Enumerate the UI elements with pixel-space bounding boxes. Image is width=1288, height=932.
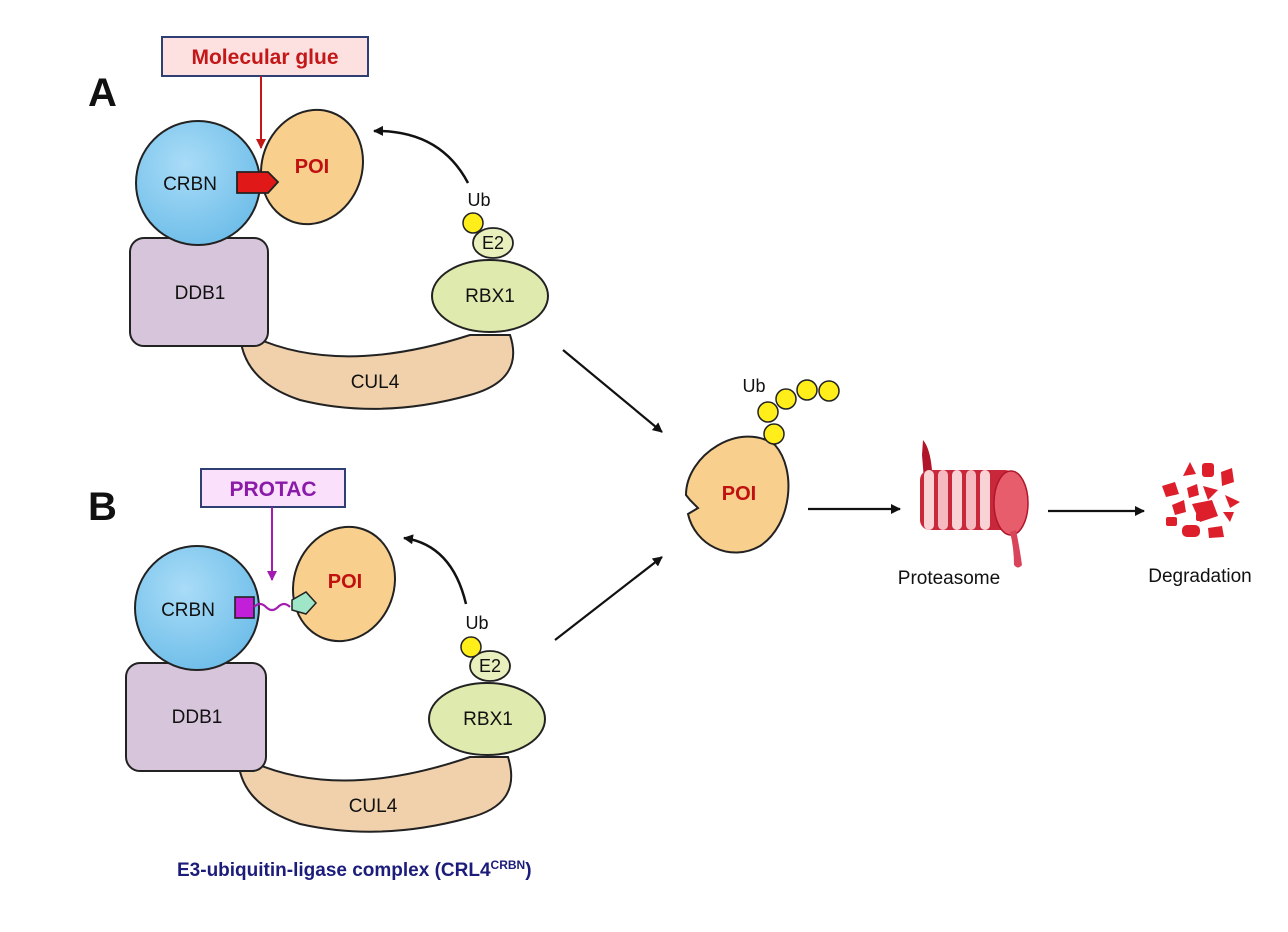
crbn-label: CRBN [161, 600, 215, 621]
rbx1-ellipse [431, 259, 549, 333]
ubiquitin-bead [462, 212, 484, 234]
ubiquitinated-poi-label: POI [722, 483, 756, 505]
ubiquitin-transfer-arrow [373, 125, 470, 184]
poi-ellipse [259, 108, 365, 226]
molecular-glue-shape [236, 171, 280, 194]
e2-ellipse [472, 227, 514, 259]
ubiquitin-transfer-arrow [403, 534, 468, 605]
panel-b-letter: B [88, 485, 117, 529]
crbn-circle [134, 545, 260, 671]
rbx1-label: RBX1 [465, 286, 515, 307]
ubiquitin-chain-bead [763, 423, 785, 445]
panel-b: B PROTAC CUL4 DDB1 CRBN POI RBX1 E2 Ub [88, 468, 546, 833]
complex-caption-superscript: CRBN [491, 858, 526, 872]
ddb1-label: DDB1 [172, 707, 223, 728]
ub-label: Ub [467, 190, 490, 210]
e2-ellipse [469, 650, 511, 682]
e2-label: E2 [479, 656, 501, 676]
degradation-fragments-icon [1162, 462, 1240, 538]
molecular-glue-label-box [161, 36, 369, 77]
ubiquitin-chain-bead [757, 401, 779, 423]
panel-a: A Molecular glue CUL4 DDB1 CRBN POI RBX1… [88, 36, 549, 410]
protac-e3-ligand [234, 596, 255, 619]
degradation-label: Degradation [1148, 566, 1252, 587]
protac-warhead [291, 591, 318, 615]
poi-label: POI [328, 571, 362, 593]
complex-caption-close: ) [525, 860, 531, 881]
proteasome-label: Proteasome [898, 568, 1000, 589]
crbn-label: CRBN [163, 174, 217, 195]
arrow-from-panel-a [562, 349, 663, 433]
ubiquitin-chain-bead [775, 388, 797, 410]
rbx1-label: RBX1 [463, 709, 513, 730]
molecular-glue-label: Molecular glue [191, 46, 338, 69]
arrow-from-panel-b [554, 556, 663, 641]
protac-linker [253, 602, 291, 612]
panel-a-letter: A [88, 71, 117, 115]
ub-label: Ub [465, 613, 488, 633]
e2-label: E2 [482, 233, 504, 253]
cul4-label: CUL4 [349, 796, 398, 817]
degradation-pathway: POI Ub Proteasome [554, 349, 1252, 641]
cul4-label: CUL4 [351, 372, 400, 393]
ubiquitinated-poi [684, 435, 790, 554]
ubiquitin-bead [460, 636, 482, 658]
ubiquitin-chain-bead [796, 379, 818, 401]
ddb1-label: DDB1 [175, 283, 226, 304]
poi-label: POI [295, 156, 329, 178]
cul4-scaffold [236, 753, 513, 833]
proteasome-icon [920, 440, 1029, 568]
protac-label: PROTAC [229, 478, 316, 501]
rbx1-ellipse [428, 682, 546, 756]
ubiquitin-chain-bead [818, 380, 840, 402]
complex-caption: E3-ubiquitin-ligase complex (CRL4CRBN) [177, 858, 532, 881]
ub-chain-label: Ub [742, 376, 765, 396]
cul4-scaffold [238, 328, 515, 410]
poi-ellipse [291, 525, 397, 643]
complex-caption-text: E3-ubiquitin-ligase complex (CRL4 [177, 860, 491, 881]
